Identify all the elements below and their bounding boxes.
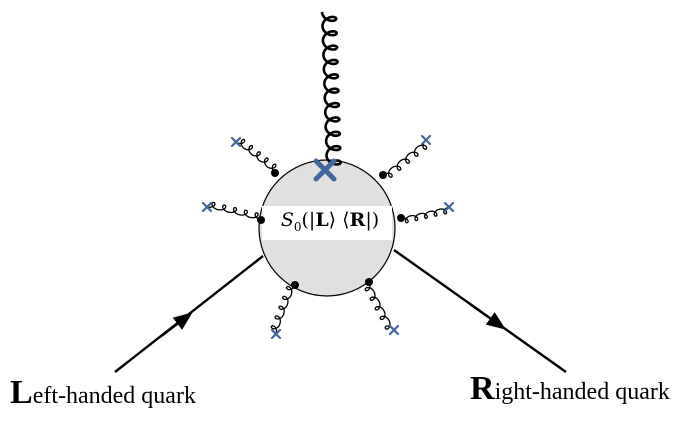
soft-function-subscript: 0 [293,219,302,234]
gluon-lines [206,11,450,335]
ket-L: L [315,209,329,231]
gluon-right [400,206,450,224]
vertex-dot-lower-right-icon [365,278,373,286]
vertex-dot-right-icon [397,214,405,222]
cross-upper-right-icon [420,134,432,146]
bra-R: R [349,209,366,231]
right-quark-line [393,249,567,373]
left-handed-quark-label: Left-handed quark [10,376,196,410]
cross-center-icon [313,158,337,182]
vertex-dot-lower-left-icon [291,281,299,289]
gluon-lower-left [270,284,296,335]
vertex-dot-upper-right-icon [379,171,387,179]
gluon-lower-right [364,281,395,331]
vertex-dot-upper-left-icon [271,169,279,177]
blob-label-band [262,206,392,240]
gluon-left [206,201,262,221]
gluon-upper-right [382,139,428,178]
gluon-upper-left [235,138,277,174]
cross-lower-right-icon [388,324,400,336]
right-handed-quark-label: Right-handed quark [470,372,670,406]
gluon-top [320,11,343,171]
cross-lower-left-icon [270,328,282,340]
label-mid: ⟩ ⟨ [328,209,350,231]
cross-left-icon [201,201,213,213]
left-initial: L [10,374,33,411]
markers [201,134,455,340]
right-initial: R [470,370,495,407]
cross-upper-left-icon [230,136,242,148]
soft-function-label: S0(|L⟩ ⟨R|) [265,211,395,233]
soft-function-symbol: S [280,209,294,231]
vertex-dot-left-icon [257,216,265,224]
label-open: (| [301,209,316,231]
right-rest: ight-handed quark [494,379,670,405]
left-rest: eft-handed quark [32,383,196,409]
left-quark-line [114,255,264,373]
label-close: |) [365,209,380,231]
cross-right-icon [443,201,455,213]
